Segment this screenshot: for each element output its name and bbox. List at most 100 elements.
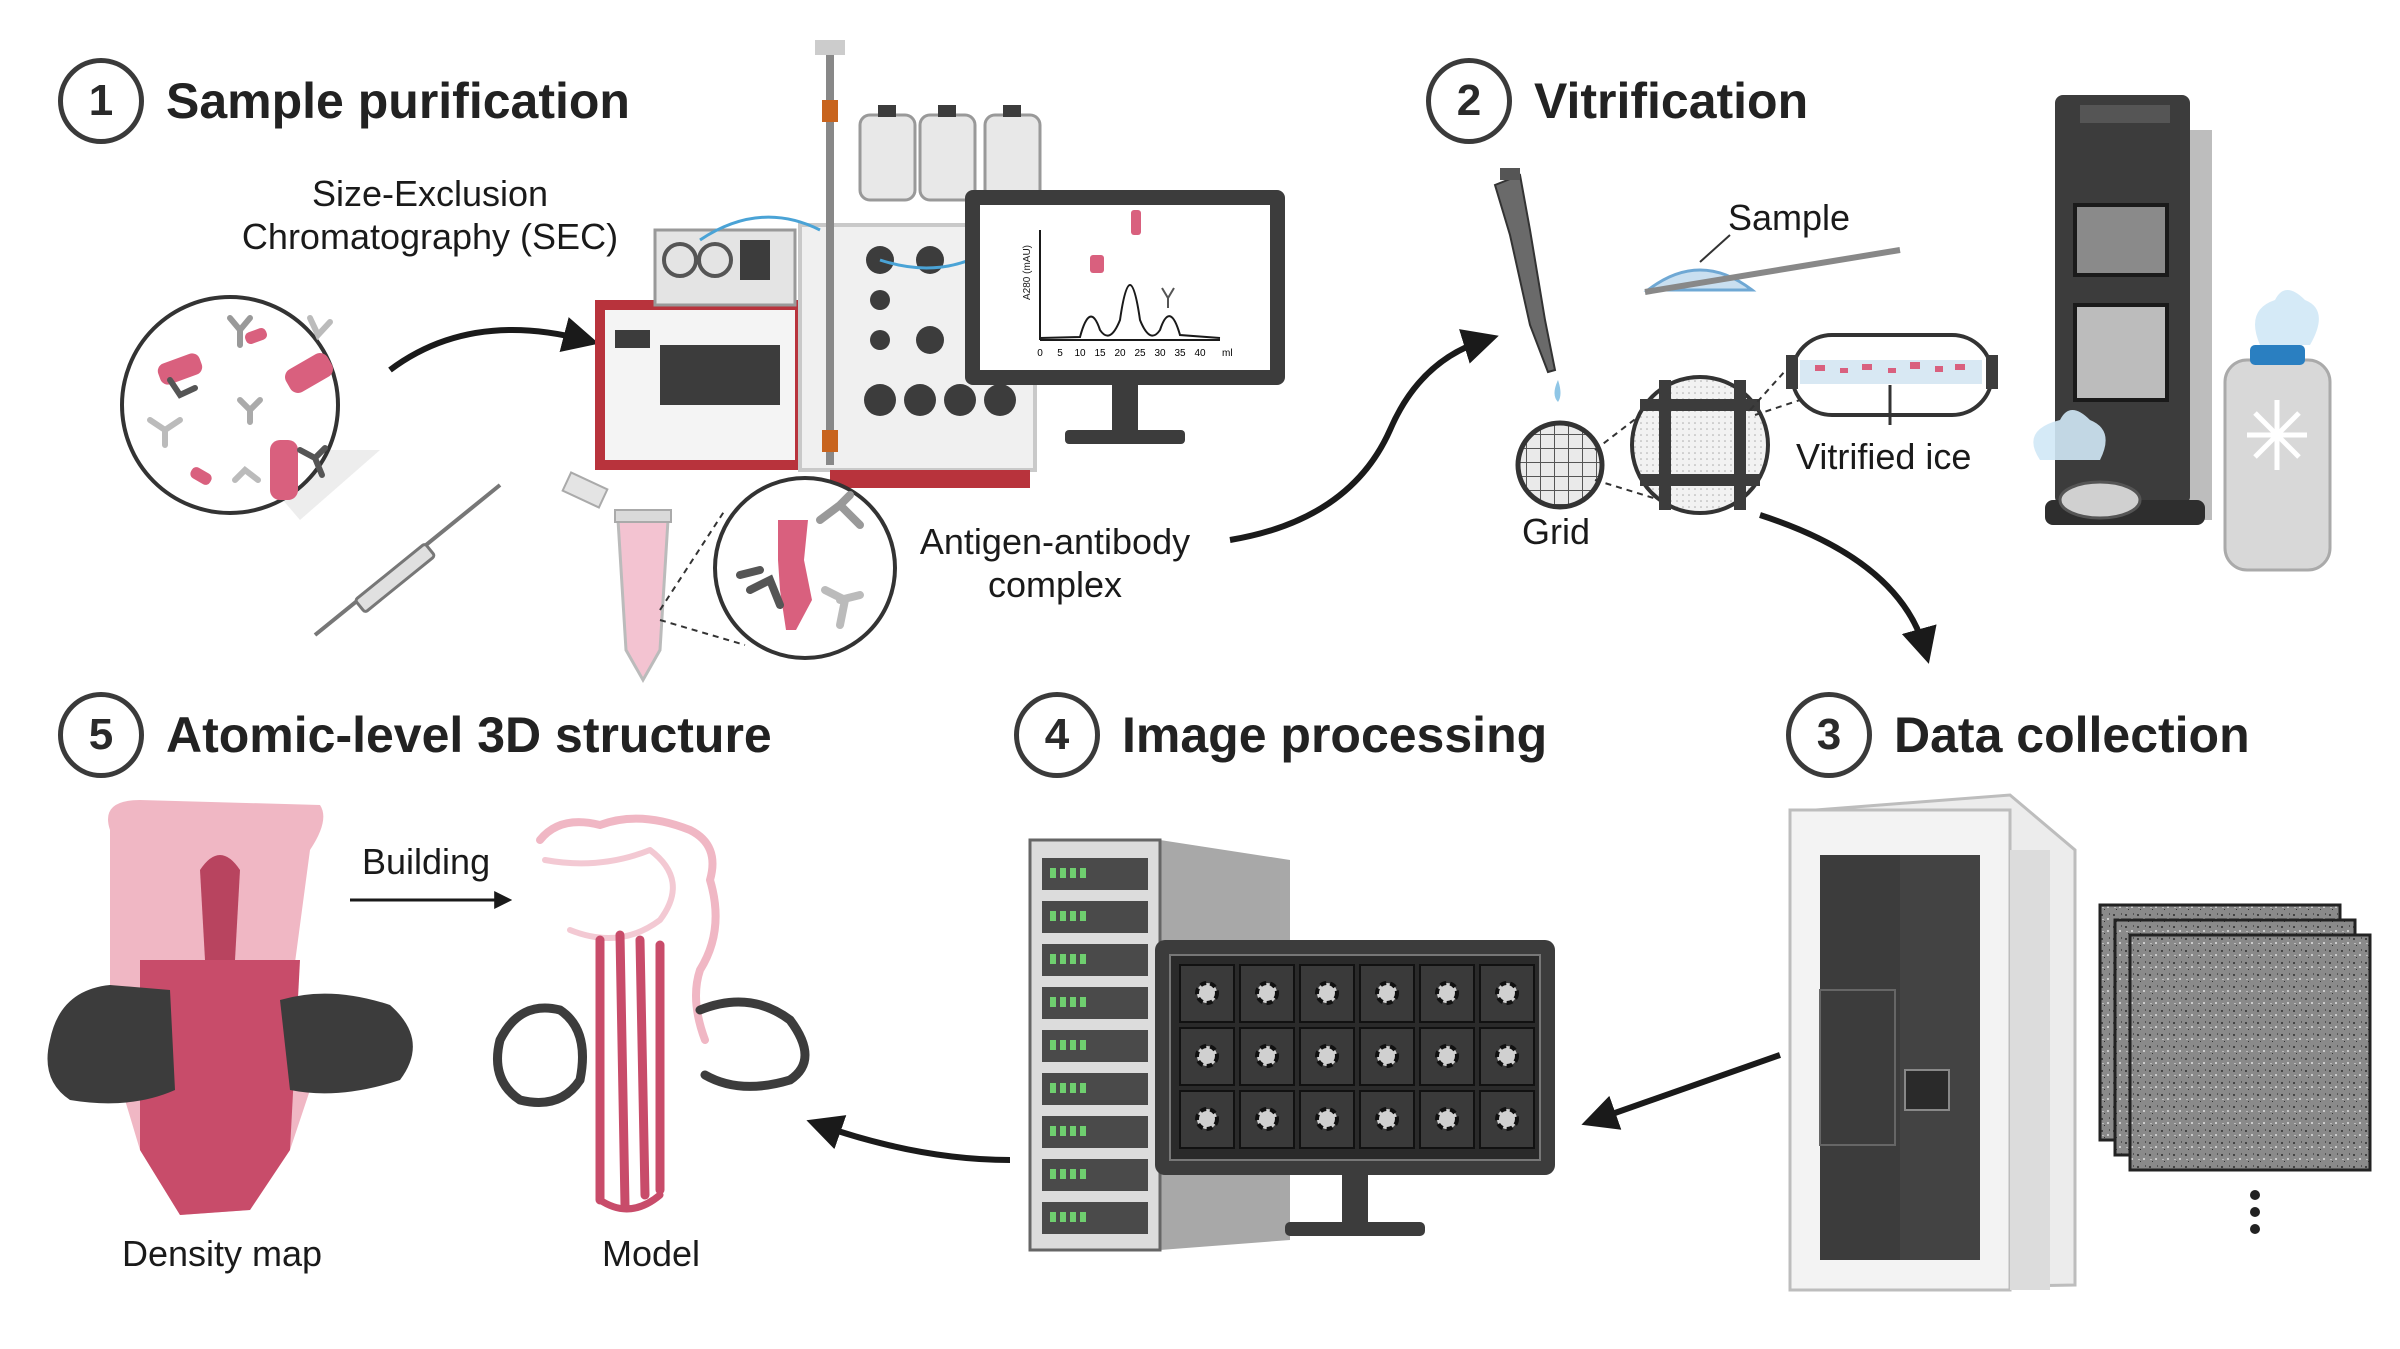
server-led bbox=[1060, 997, 1066, 1007]
particle-icon bbox=[1255, 1107, 1279, 1131]
chrom-tick-label: 35 bbox=[1174, 348, 1186, 359]
particle-icon bbox=[1435, 981, 1459, 1005]
vitrobot-icon bbox=[2033, 95, 2212, 525]
step-3-number: 3 bbox=[1786, 692, 1872, 778]
chrom-tick-label: 10 bbox=[1074, 348, 1086, 359]
chrom-tick-label: 15 bbox=[1094, 348, 1106, 359]
cryo-em-microscope-icon bbox=[1788, 793, 2077, 1292]
server-led bbox=[1080, 1126, 1086, 1136]
server-led bbox=[1070, 868, 1076, 878]
complex-label-line2: complex bbox=[987, 564, 1123, 606]
vitrified-ice-icon bbox=[1786, 333, 1998, 425]
particle-icon bbox=[1195, 981, 1219, 1005]
step-4-header: 4 Image processing bbox=[1014, 692, 1547, 778]
sec-label: Size-Exclusion Chromatography (SEC) bbox=[200, 172, 660, 258]
server-unit bbox=[1042, 944, 1148, 976]
chrom-tick-label: 20 bbox=[1114, 348, 1126, 359]
server-unit bbox=[1042, 1202, 1148, 1234]
server-led bbox=[1050, 868, 1056, 878]
server-led bbox=[1070, 997, 1076, 1007]
server-led bbox=[1080, 911, 1086, 921]
complex-label: Antigen-antibody complex bbox=[880, 520, 1230, 606]
particle-icon bbox=[1315, 1044, 1339, 1068]
grid-label: Grid bbox=[1522, 511, 1591, 552]
server-led bbox=[1050, 1212, 1056, 1222]
server-led bbox=[1060, 1083, 1066, 1093]
server-led bbox=[1060, 911, 1066, 921]
server-led bbox=[1070, 1212, 1076, 1222]
arrow-1-to-2 bbox=[1229, 329, 1499, 543]
particle-icon bbox=[1195, 1044, 1219, 1068]
server-unit bbox=[1042, 1159, 1148, 1191]
step-5-header: 5 Atomic-level 3D structure bbox=[58, 692, 772, 778]
chrom-tick-label: 40 bbox=[1194, 348, 1206, 359]
server-led bbox=[1070, 954, 1076, 964]
sec-label-line2: Chromatography (SEC) bbox=[241, 216, 619, 258]
step-4-title: Image processing bbox=[1122, 707, 1548, 763]
step-2-number: 2 bbox=[1426, 58, 1512, 144]
chrom-unit-label: ml bbox=[1222, 348, 1233, 359]
server-led bbox=[1070, 1126, 1076, 1136]
server-led bbox=[1050, 911, 1056, 921]
step-4-number: 4 bbox=[1014, 692, 1100, 778]
server-led bbox=[1050, 1169, 1056, 1179]
density-map-label: Density map bbox=[122, 1233, 323, 1274]
particle-icon bbox=[1435, 1107, 1459, 1131]
server-led bbox=[1080, 1040, 1086, 1050]
step-2-title: Vitrification bbox=[1534, 73, 1809, 129]
server-led bbox=[1070, 911, 1076, 921]
vitrified-ice-label: Vitrified ice bbox=[1796, 436, 1972, 477]
server-led bbox=[1050, 1126, 1056, 1136]
snowflake-icon bbox=[2247, 400, 2307, 470]
chromatogram-monitor bbox=[965, 190, 1285, 444]
server-led bbox=[1080, 868, 1086, 878]
particle-icon bbox=[1255, 1044, 1279, 1068]
sample-bubble bbox=[120, 295, 380, 520]
server-unit bbox=[1042, 1116, 1148, 1148]
particle-icon bbox=[1375, 1044, 1399, 1068]
server-led bbox=[1070, 1040, 1076, 1050]
particle-icon bbox=[1375, 981, 1399, 1005]
ellipsis-icon bbox=[2250, 1190, 2260, 1200]
complex-label-line1: Antigen-antibody bbox=[919, 521, 1191, 562]
particle-icon bbox=[1495, 981, 1519, 1005]
particle-icon bbox=[1315, 981, 1339, 1005]
arrow-3-to-4 bbox=[1581, 1052, 1781, 1130]
server-units bbox=[1042, 858, 1148, 1234]
particle-icon bbox=[1495, 1044, 1519, 1068]
building-label: Building bbox=[362, 841, 491, 882]
chrom-ylabel: A280 (mAU) bbox=[1022, 245, 1033, 300]
micrograph-stack-icon bbox=[2098, 903, 2372, 1234]
server-led bbox=[1080, 1169, 1086, 1179]
chrom-tick-label: 0 bbox=[1037, 348, 1043, 359]
syringe-icon bbox=[313, 483, 502, 637]
server-led bbox=[1050, 954, 1056, 964]
step-1-header: 1 Sample purification bbox=[58, 58, 630, 144]
pipette-icon bbox=[1493, 168, 1561, 402]
sec-label-line1: Size-Exclusion bbox=[311, 173, 549, 214]
dewar-icon bbox=[2223, 290, 2332, 572]
arrow-2-to-3 bbox=[1759, 512, 1937, 664]
chrom-tick-label: 5 bbox=[1057, 348, 1063, 359]
server-led bbox=[1060, 1212, 1066, 1222]
server-led bbox=[1060, 1040, 1066, 1050]
step-5-title: Atomic-level 3D structure bbox=[166, 707, 772, 763]
arrow-1a bbox=[388, 317, 599, 373]
server-unit bbox=[1042, 858, 1148, 890]
step-3-title: Data collection bbox=[1894, 707, 2250, 763]
protein-molecule-icon bbox=[157, 328, 333, 500]
step-1-number: 1 bbox=[58, 58, 144, 144]
server-led bbox=[1050, 997, 1056, 1007]
server-unit bbox=[1042, 1030, 1148, 1062]
server-led bbox=[1070, 1169, 1076, 1179]
step-5-number: 5 bbox=[58, 692, 144, 778]
server-led bbox=[1080, 1212, 1086, 1222]
particle-icon bbox=[1375, 1107, 1399, 1131]
server-led bbox=[1050, 1083, 1056, 1093]
server-led bbox=[1050, 1040, 1056, 1050]
particle-icon bbox=[1255, 981, 1279, 1005]
atomic-model-icon bbox=[493, 814, 810, 1213]
particle-icon bbox=[1195, 1107, 1219, 1131]
